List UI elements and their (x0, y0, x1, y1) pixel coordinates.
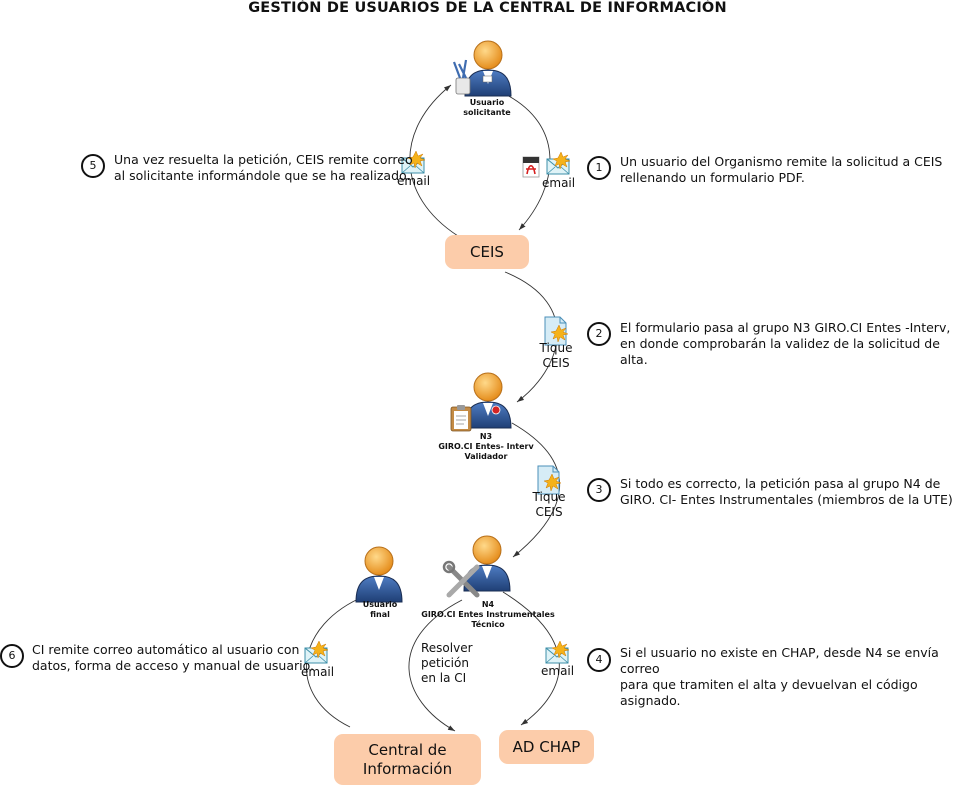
adchap-label: AD CHAP (512, 738, 581, 756)
ad-chap-node: AD CHAP (499, 730, 594, 764)
step-5-text: Una vez resuelta la petición, CEIS remit… (114, 152, 413, 183)
email-label: email (542, 176, 576, 190)
pdf-icon (522, 156, 540, 178)
step-6-marker: 6 (0, 644, 24, 668)
pen-cup-icon (452, 59, 471, 95)
step-4-text: Si el usuario no existe en CHAP, desde N… (620, 645, 939, 708)
step-1-marker: 1 (587, 156, 611, 180)
final-person-icon (355, 546, 403, 603)
central-label-line1: Central de (368, 740, 447, 759)
edge-n4-to-central (408, 599, 463, 732)
solicitante-person-icon (464, 40, 512, 97)
step-1-text: Un usuario del Organismo remite la solic… (620, 154, 943, 185)
email-label: email (541, 664, 575, 678)
diagram-title: GESTIÓN DE USUARIOS DE LA CENTRAL DE INF… (248, 0, 727, 16)
tools-icon (442, 560, 480, 598)
n4-person-icon (463, 535, 511, 592)
step-4-marker: 4 (587, 648, 611, 672)
step-6-text: CI remite correo automático al usuario c… (32, 642, 314, 673)
email-label: email (301, 665, 335, 679)
email-label: email (397, 174, 431, 188)
clipboard-icon (450, 405, 472, 432)
edge-solicitante-to-ceis (504, 93, 551, 231)
central-informacion-node: Central de Información (334, 734, 481, 785)
step-3-text: Si todo es correcto, la petición pasa al… (620, 476, 953, 507)
step-2-text: El formulario pasa al grupo N3 GIRO.CI E… (620, 320, 951, 367)
step-2-marker: 2 (587, 322, 611, 346)
central-label-line2: Información (362, 759, 453, 778)
ceis-label: CEIS (470, 243, 504, 261)
step-5-marker: 5 (81, 154, 105, 178)
email-envelope-icon (546, 151, 571, 175)
step-3-marker: 3 (587, 478, 611, 502)
n3-person-icon (464, 372, 512, 429)
ceis-node: CEIS (445, 235, 529, 269)
email-envelope-icon (545, 640, 570, 664)
